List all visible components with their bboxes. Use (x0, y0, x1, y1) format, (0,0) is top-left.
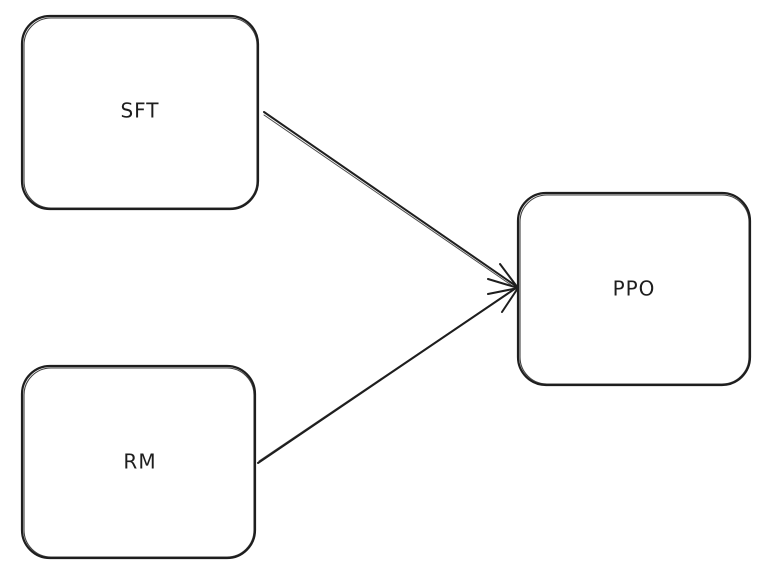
node-ppo[interactable]: PPO (516, 191, 752, 387)
node-label-rm: RM (123, 450, 156, 474)
edge-sft-to-ppo[interactable] (263, 111, 519, 289)
arrowhead-icon (487, 287, 519, 313)
node-label-sft: SFT (120, 99, 159, 123)
node-sft[interactable]: SFT (20, 14, 260, 211)
node-label-ppo: PPO (613, 277, 656, 301)
node-rm[interactable]: RM (20, 364, 257, 560)
edge-rm-to-ppo[interactable] (257, 287, 519, 464)
